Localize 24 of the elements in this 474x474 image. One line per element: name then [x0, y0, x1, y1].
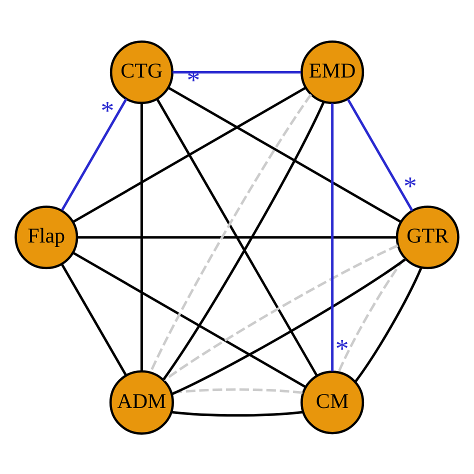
connector — [72, 86, 306, 222]
connector — [171, 388, 303, 394]
node-circle: EMD — [300, 40, 364, 104]
node-circle: ADM — [109, 370, 174, 434]
connector — [61, 264, 128, 376]
edge-label: * — [335, 333, 349, 364]
connector — [72, 251, 306, 388]
connector — [163, 244, 398, 381]
connector — [354, 267, 422, 382]
connector — [172, 70, 301, 74]
node-circle: GTR — [396, 205, 460, 269]
connector — [77, 236, 396, 238]
connector — [171, 258, 406, 395]
connector — [168, 86, 402, 222]
node-circle: Flap — [14, 205, 78, 269]
connector — [338, 257, 406, 372]
connector — [140, 102, 143, 371]
connector — [346, 98, 414, 211]
edge-label: * — [403, 170, 417, 200]
connector — [61, 98, 128, 210]
connector — [331, 102, 334, 371]
connector — [171, 410, 303, 416]
node-circle: CM — [300, 370, 364, 434]
node-circle: CTG — [110, 40, 174, 104]
